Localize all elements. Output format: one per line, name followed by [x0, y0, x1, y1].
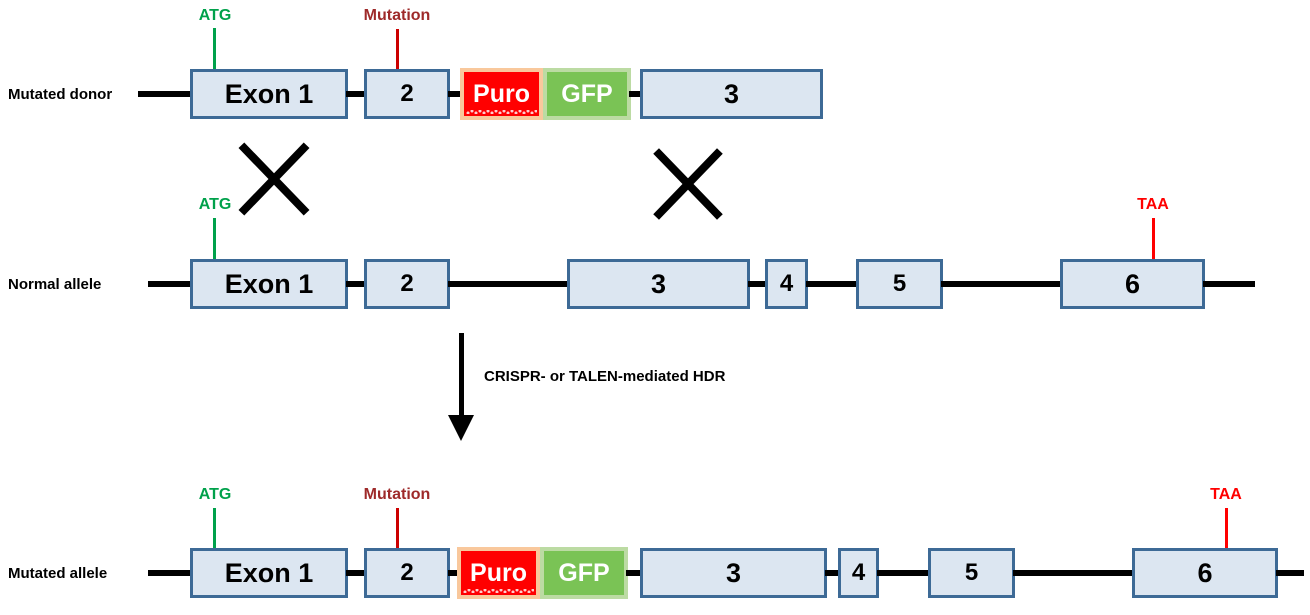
process-label: CRISPR- or TALEN-mediated HDR: [484, 368, 726, 385]
crossover-right-icon: [645, 139, 731, 229]
donor-cassette: Puro GFP: [460, 68, 631, 120]
mutated-taa-tick: [1225, 508, 1228, 549]
row-label-mutated-donor: Mutated donor: [8, 86, 113, 103]
mutated-mutation-tick: [396, 508, 399, 549]
normal-exon-4: 4: [765, 259, 808, 309]
donor-connector-3: [629, 91, 643, 97]
mutated-puro-segment: Puro: [457, 547, 540, 599]
donor-backbone-leader: [138, 91, 190, 97]
mutated-backbone-leader: [148, 570, 192, 576]
mutated-connector-1: [346, 570, 366, 576]
row-label-mutated-allele: Mutated allele: [8, 565, 108, 582]
donor-exon-2: 2: [364, 69, 450, 119]
donor-mutation-tick: [396, 29, 399, 71]
donor-connector-2: [448, 91, 462, 97]
mutated-exon-2: 2: [364, 548, 450, 598]
mutated-cassette: Puro GFP: [457, 547, 628, 599]
donor-atg-label: ATG: [198, 7, 232, 24]
row-label-normal-allele: Normal allele: [8, 276, 102, 293]
process-arrow-head-icon: [448, 415, 474, 441]
mutated-connector-5: [877, 570, 931, 576]
donor-puro-label: Puro: [473, 79, 530, 108]
process-arrow-shaft: [459, 333, 464, 419]
crossover-left-icon: [230, 133, 318, 225]
normal-connector-2: [448, 281, 569, 287]
normal-atg-label: ATG: [198, 196, 232, 213]
mutated-taa-label: TAA: [1210, 486, 1242, 503]
normal-connector-5: [941, 281, 1062, 287]
donor-puro-segment: Puro: [460, 68, 543, 120]
normal-connector-3: [748, 281, 767, 287]
normal-backbone-tail: [1203, 281, 1255, 287]
normal-exon-6: 6: [1060, 259, 1205, 309]
normal-exon-3: 3: [567, 259, 750, 309]
donor-connector-1: [346, 91, 366, 97]
mutated-exon-1: Exon 1: [190, 548, 348, 598]
mutated-mutation-label: Mutation: [363, 486, 431, 503]
mutated-exon-4: 4: [838, 548, 879, 598]
normal-taa-label: TAA: [1137, 196, 1169, 213]
donor-gfp-segment: GFP: [543, 68, 631, 120]
donor-exon-1: Exon 1: [190, 69, 348, 119]
spellcheck-squiggle-icon: [466, 110, 537, 114]
mutated-exon-6: 6: [1132, 548, 1278, 598]
mutated-connector-6: [1013, 570, 1135, 576]
normal-exon-1: Exon 1: [190, 259, 348, 309]
mutated-connector-2: [448, 570, 462, 576]
mutated-backbone-tail: [1276, 570, 1304, 576]
mutated-exon-5: 5: [928, 548, 1015, 598]
normal-backbone-leader: [148, 281, 192, 287]
mutated-exon-3: 3: [640, 548, 827, 598]
donor-exon-3: 3: [640, 69, 823, 119]
mutated-connector-4: [825, 570, 842, 576]
donor-mutation-label: Mutation: [363, 7, 431, 24]
normal-connector-1: [346, 281, 366, 287]
mutated-atg-label: ATG: [198, 486, 232, 503]
normal-atg-tick: [213, 218, 216, 260]
mutated-puro-label: Puro: [470, 558, 527, 587]
normal-exon-5: 5: [856, 259, 943, 309]
mutated-atg-tick: [213, 508, 216, 549]
normal-taa-tick: [1152, 218, 1155, 260]
normal-connector-4: [806, 281, 858, 287]
donor-atg-tick: [213, 28, 216, 71]
mutated-connector-3: [626, 570, 644, 576]
mutated-gfp-segment: GFP: [540, 547, 628, 599]
spellcheck-squiggle-icon: [463, 589, 534, 593]
normal-exon-2: 2: [364, 259, 450, 309]
